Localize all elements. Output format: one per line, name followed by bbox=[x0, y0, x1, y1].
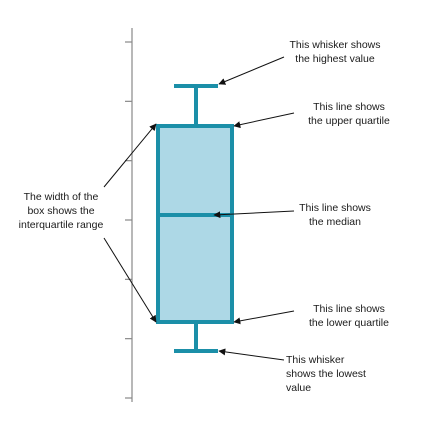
label-lowest-value: This whisker shows the lowest value bbox=[286, 354, 366, 394]
annotation-arrows bbox=[103, 56, 295, 361]
label-lower-quartile: This line shows the lower quartile bbox=[309, 303, 389, 329]
interquartile-box bbox=[156, 124, 234, 324]
box-plot bbox=[156, 84, 234, 353]
label-interquartile-range: The width of the box shows the interquar… bbox=[18, 191, 104, 231]
arrow-lowest bbox=[218, 348, 285, 361]
arrow-upper-quartile bbox=[233, 112, 295, 129]
arrow-iqr-bottom bbox=[103, 237, 157, 323]
arrow-highest bbox=[218, 56, 285, 85]
label-median: This line shows the median bbox=[299, 202, 371, 228]
label-highest-value: This whisker shows the highest value bbox=[289, 39, 381, 65]
arrow-median bbox=[213, 210, 295, 219]
arrow-iqr-top bbox=[103, 123, 157, 188]
value-axis bbox=[125, 28, 133, 402]
label-upper-quartile: This line shows the upper quartile bbox=[308, 101, 390, 127]
axis-ticks bbox=[125, 41, 132, 399]
arrow-lower-quartile bbox=[233, 310, 295, 325]
